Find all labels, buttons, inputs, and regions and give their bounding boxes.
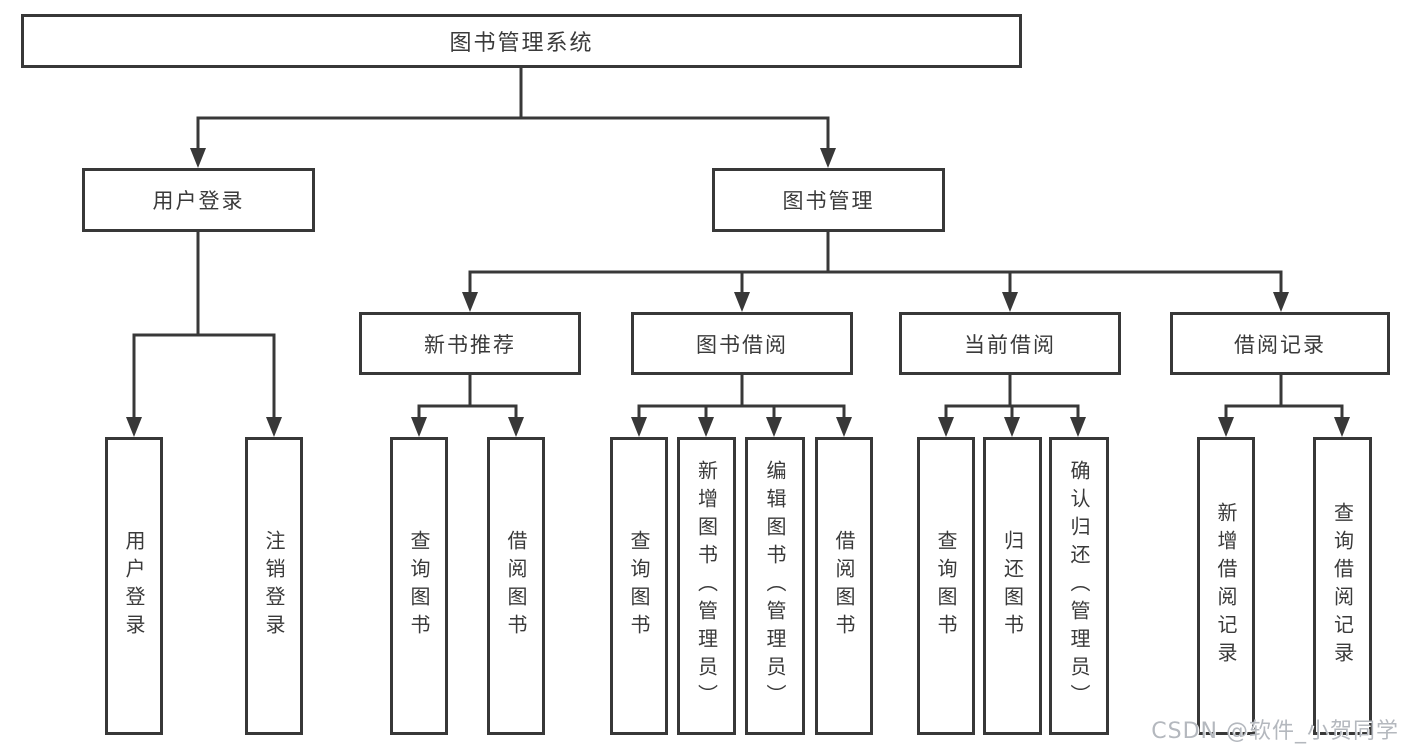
leaf-user-login: 用户登录 <box>105 437 163 735</box>
leaf-query-books-recommend-label: 查询图书 <box>407 530 431 642</box>
node-book-borrow: 图书借阅 <box>631 312 853 375</box>
leaf-query-books-borrow-label: 查询图书 <box>627 530 651 642</box>
leaf-return-books: 归还图书 <box>983 437 1042 735</box>
leaf-add-borrow-record-label: 新增借阅记录 <box>1214 502 1238 670</box>
csdn-watermark: CSDN @软件_小贺同学 <box>1151 719 1399 744</box>
leaf-borrow-books-recommend: 借阅图书 <box>487 437 545 735</box>
leaf-logout: 注销登录 <box>245 437 303 735</box>
leaf-query-borrow-record-label: 查询借阅记录 <box>1330 502 1355 670</box>
node-current-borrow-label: 当前借阅 <box>964 332 1056 357</box>
leaf-query-books-current: 查询图书 <box>917 437 975 735</box>
node-book-borrow-label: 图书借阅 <box>696 332 788 357</box>
leaf-borrow-books-recommend-label: 借阅图书 <box>504 530 528 642</box>
node-user-login: 用户登录 <box>82 168 315 232</box>
node-root-system: 图书管理系统 <box>21 14 1022 68</box>
leaf-add-books-admin-label: 新增图书（管理员） <box>694 460 719 712</box>
leaf-return-books-label: 归还图书 <box>1000 530 1025 642</box>
leaf-confirm-return-admin-label: 确认归还（管理员） <box>1067 460 1091 712</box>
leaf-query-borrow-record: 查询借阅记录 <box>1313 437 1372 735</box>
node-borrow-records-label: 借阅记录 <box>1234 332 1326 357</box>
leaf-edit-books-admin-label: 编辑图书（管理员） <box>763 460 787 712</box>
leaf-borrow-books-label: 借阅图书 <box>832 530 856 642</box>
leaf-add-books-admin: 新增图书（管理员） <box>677 437 736 735</box>
leaf-confirm-return-admin: 确认归还（管理员） <box>1049 437 1109 735</box>
node-new-book-recommend-label: 新书推荐 <box>424 332 516 357</box>
leaf-query-books-borrow: 查询图书 <box>610 437 668 735</box>
leaf-add-borrow-record: 新增借阅记录 <box>1197 437 1255 735</box>
node-new-book-recommend: 新书推荐 <box>359 312 581 375</box>
leaf-user-login-label: 用户登录 <box>122 530 146 642</box>
node-book-management: 图书管理 <box>712 168 945 232</box>
node-user-login-label: 用户登录 <box>152 189 245 213</box>
leaf-edit-books-admin: 编辑图书（管理员） <box>745 437 805 735</box>
node-current-borrow: 当前借阅 <box>899 312 1121 375</box>
leaf-logout-label: 注销登录 <box>262 530 286 642</box>
node-borrow-records: 借阅记录 <box>1170 312 1390 375</box>
leaf-borrow-books: 借阅图书 <box>815 437 873 735</box>
node-book-management-label: 图书管理 <box>782 189 875 213</box>
leaf-query-books-recommend: 查询图书 <box>390 437 448 735</box>
node-root-label: 图书管理系统 <box>449 31 594 56</box>
leaf-query-books-current-label: 查询图书 <box>934 530 958 642</box>
